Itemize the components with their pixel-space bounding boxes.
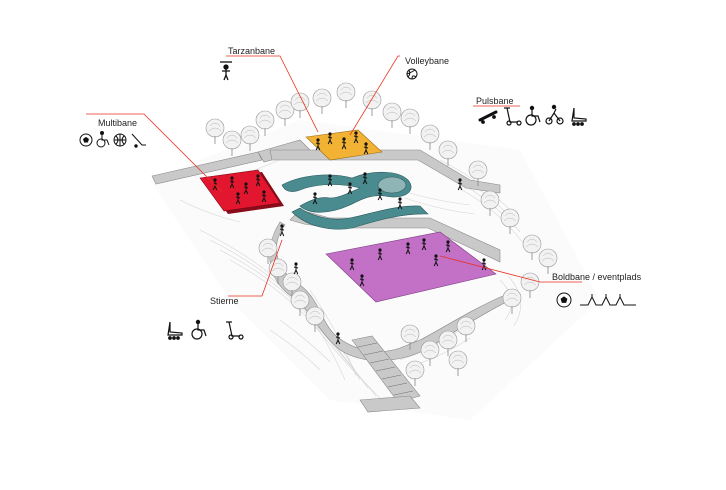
wheelchair-icon [191,319,207,340]
multibane-label: Multibane [98,118,138,128]
stierne-icons [167,319,244,340]
rollerblade-icon [167,321,183,340]
multibane-field [199,169,284,214]
bmx-bike-icon [545,104,564,125]
stierne-label: Stierne [210,296,239,306]
volleyball-icon [406,68,418,80]
event-tents-icon [580,294,636,306]
stairs [357,342,414,396]
tarzanbane-label: Tarzanbane [228,46,276,56]
wheelchair-icon [96,131,110,148]
multibane-icons [79,131,146,148]
volleybane-label: Volleybane [405,56,450,66]
pulsbane-icons [478,104,587,126]
basketball-icon [113,133,127,147]
soccer-ball-icon [79,133,93,147]
boldbane-icons [556,292,636,308]
boldbane-label: Boldbane / eventplads [552,272,642,282]
soccer-ball-icon [556,292,572,308]
pulsbane-label: Pulsbane [476,96,514,106]
scooter-icon [504,107,522,126]
skateboard-icon [478,110,498,124]
tarzan-swing-icon [220,61,232,81]
wheelchair-icon [525,105,541,126]
scooter-icon [226,321,244,340]
hockey-stick-icon [131,133,146,148]
boldbane-field [325,231,497,303]
leader-lines [86,55,582,297]
rollerblade-icon [571,107,587,126]
